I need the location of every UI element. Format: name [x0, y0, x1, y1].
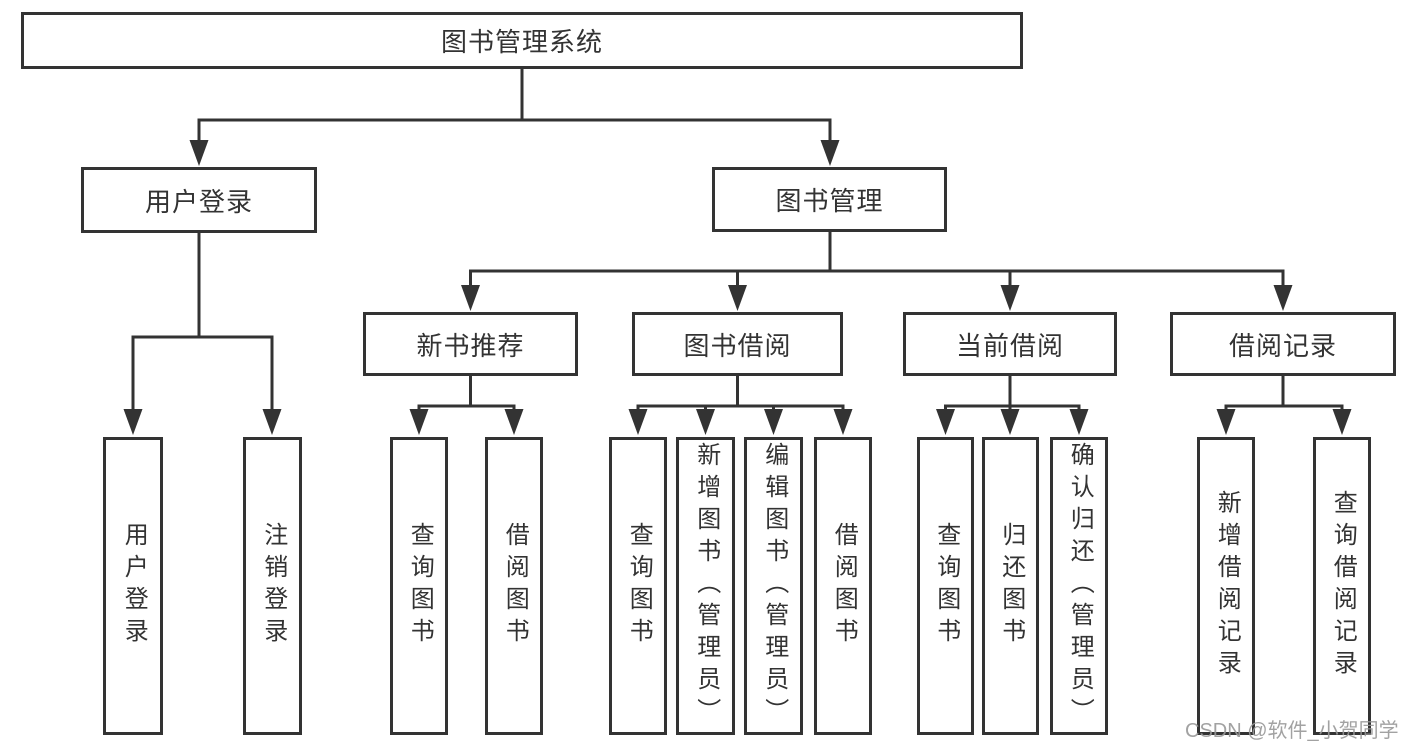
node-new-book-recommend: 新书推荐: [363, 312, 578, 376]
node-records-query-record: 查询借阅记录: [1313, 437, 1371, 735]
node-label: 确认归还（管理员）: [1066, 442, 1094, 730]
node-label: 查询图书: [406, 522, 434, 650]
node-current-return-books: 归还图书: [982, 437, 1039, 735]
node-current-query-books: 查询图书: [917, 437, 974, 735]
node-root-label: 图书管理系统: [440, 27, 603, 57]
node-label: 新书推荐: [416, 330, 525, 361]
node-label: 用户登录: [144, 186, 253, 217]
node-label: 新增借阅记录: [1213, 490, 1241, 682]
node-label: 当前借阅: [955, 330, 1064, 361]
node-label: 图书管理: [775, 186, 884, 216]
node-label: 用户登录: [120, 522, 148, 650]
node-label: 图书借阅: [683, 330, 792, 361]
node-label: 编辑图书（管理员）: [760, 442, 788, 730]
node-current-borrowing: 当前借阅: [903, 312, 1117, 376]
node-recommend-query-books: 查询图书: [390, 437, 448, 735]
node-label: 查询图书: [932, 522, 960, 650]
node-label: 查询借阅记录: [1329, 490, 1357, 682]
node-recommend-borrow-books: 借阅图书: [485, 437, 543, 735]
node-borrowing-edit-books-admin: 编辑图书（管理员）: [744, 437, 803, 735]
node-user-login-leaf: 用户登录: [103, 437, 163, 735]
node-label: 借阅图书: [830, 522, 858, 650]
node-borrowing-query-books: 查询图书: [609, 437, 667, 735]
node-user-login-module: 用户登录: [81, 167, 317, 233]
node-borrowing-records: 借阅记录: [1170, 312, 1396, 376]
node-label: 查询图书: [625, 522, 653, 650]
node-records-add-record: 新增借阅记录: [1197, 437, 1255, 735]
node-label: 归还图书: [997, 522, 1025, 650]
node-label: 借阅记录: [1228, 330, 1337, 361]
node-root-system: 图书管理系统: [21, 12, 1023, 69]
node-borrowing-borrow-books: 借阅图书: [814, 437, 872, 735]
csdn-watermark: CSDN @软件_小贺同学: [1185, 720, 1399, 742]
node-book-management-module: 图书管理: [712, 167, 947, 232]
node-label: 新增图书（管理员）: [692, 442, 720, 730]
node-label: 注销登录: [259, 522, 287, 650]
arrowheads: [123, 140, 1352, 435]
node-borrowing-add-books-admin: 新增图书（管理员）: [676, 437, 735, 735]
node-book-borrowing: 图书借阅: [632, 312, 843, 376]
node-current-confirm-return-admin: 确认归还（管理员）: [1050, 437, 1108, 735]
node-logout-leaf: 注销登录: [243, 437, 302, 735]
node-label: 借阅图书: [501, 522, 529, 650]
